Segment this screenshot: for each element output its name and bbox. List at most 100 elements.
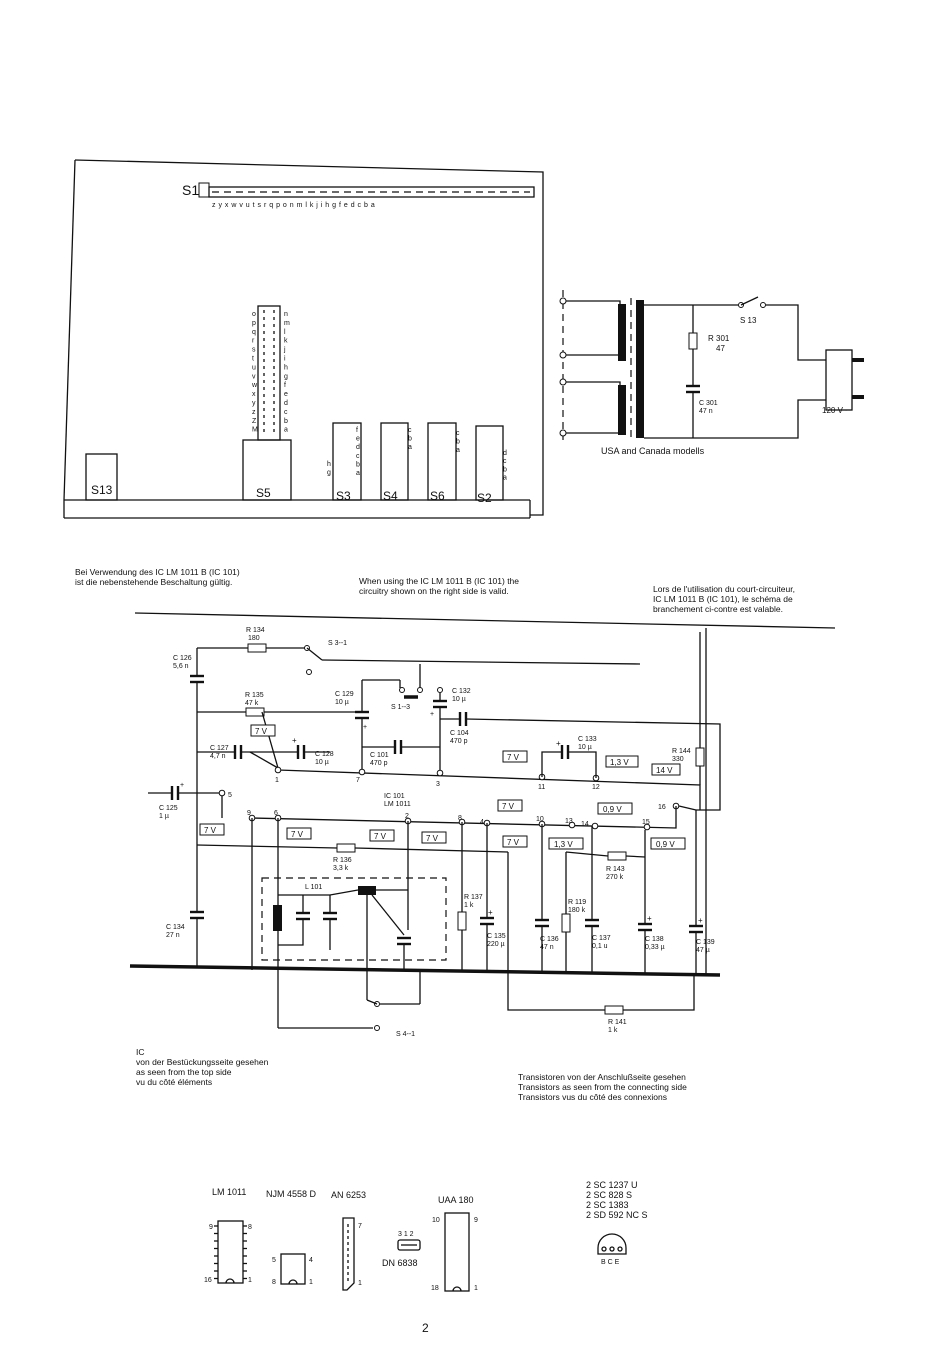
pin-label-15: 15 (642, 819, 650, 826)
c139-label: C 139 (696, 939, 715, 946)
s5-right-letter-5: i (284, 356, 286, 363)
transistor-lead-b (601, 1246, 607, 1252)
r144-label: R 144 (672, 748, 691, 755)
note-en-line-2: circuitry shown on the right side is val… (359, 586, 509, 596)
voltage-r144: 14 V (651, 763, 681, 776)
c137-value: 0,1 u (592, 943, 608, 950)
s13-switch-label: S 13 (740, 316, 757, 325)
svg-text:7 V: 7 V (502, 802, 515, 811)
pin-5-node (218, 789, 226, 797)
s6-letter-2: a (456, 447, 460, 454)
transistor-view-heading: Transistoren von der Anschlußseite geseh… (518, 1072, 687, 1102)
note-de-line-2: ist die nebenstehende Beschaltung gültig… (75, 577, 233, 587)
transformer-winding-1 (618, 304, 626, 361)
voltage-pin8: 7 V (421, 831, 447, 844)
c137-label: C 137 (592, 935, 611, 942)
pin-label-8: 8 (458, 815, 462, 822)
l101-label: L 101 (305, 884, 322, 891)
c127-value: 4,7 n (210, 753, 226, 760)
pin-label-9: 9 (247, 810, 251, 817)
note-french: Lors de l'utilisation du court-circuiteu… (653, 584, 795, 614)
s4-1-label: S 4--1 (396, 1031, 415, 1038)
c133-plus: + (556, 739, 561, 748)
note-fr-line-3: branchement ci-contre est valable. (653, 604, 783, 614)
r137-label: R 137 (464, 894, 483, 901)
an6253-pin-7: 7 (358, 1223, 362, 1230)
r141-value: 1 k (608, 1027, 618, 1034)
s1-3-contact-b (417, 687, 423, 693)
s2-letter-2: b (503, 466, 507, 473)
ic-view-heading: IC von der Bestückungsseite gesehen as s… (136, 1047, 268, 1087)
c139-value: 47 µ (696, 947, 710, 954)
tap-1 (559, 297, 567, 305)
r134-label: R 134 (246, 627, 265, 634)
s4-label: S4 (383, 489, 398, 503)
uaa180-pin-1: 1 (474, 1285, 478, 1292)
c126-value: 5,6 n (173, 663, 189, 670)
c136-label: C 136 (540, 936, 559, 943)
r301-label: R 301 (708, 334, 730, 343)
svg-text:0,9 V: 0,9 V (656, 840, 675, 849)
svg-text:14 V: 14 V (656, 766, 673, 775)
s5-left-letter-12: Z (252, 418, 257, 425)
r143-resistor (607, 851, 627, 861)
njm4558-pin-5: 5 (272, 1257, 276, 1264)
pin-label-10: 10 (536, 816, 544, 823)
tap-3 (559, 378, 567, 386)
c132-label: C 132 (452, 688, 471, 695)
c135-plus: + (488, 908, 493, 917)
plug-pin-2 (852, 395, 864, 399)
s3-letter-5: a (356, 470, 360, 477)
an6253-package (342, 1217, 355, 1291)
r136-resistor (336, 843, 356, 853)
c136-value: 47 n (540, 944, 554, 951)
transistor-body (597, 1233, 627, 1255)
s5-left-letter-6: u (252, 364, 256, 371)
c128-label: C 128 (315, 751, 334, 758)
c104-label: C 104 (450, 730, 469, 737)
njm4558-pin-1: 1 (309, 1279, 313, 1286)
transistor-type-1: 2 SC 1237 U (586, 1180, 638, 1190)
ic-heading-line-1: IC (136, 1047, 145, 1057)
mains-voltage: 120 V~ (822, 406, 848, 415)
s13-box (85, 453, 118, 501)
c127-label: C 127 (210, 745, 229, 752)
s5-right-letter-9: e (284, 391, 288, 398)
s5-stem (257, 305, 281, 441)
r143-value: 270 k (606, 874, 624, 881)
s5-left-letter-3: r (252, 338, 255, 345)
voltage-pin4: 7 V (497, 799, 523, 812)
s5-right-letter-8: f (284, 382, 286, 389)
s5-left-letter-1: p (252, 320, 256, 327)
power-caption: USA and Canada modells (601, 446, 705, 456)
pin-label-2: 2 (405, 813, 409, 820)
s5-right-letter-7: g (284, 373, 288, 380)
transistor-type-4: 2 SD 592 NC S (586, 1210, 648, 1220)
r136-label: R 136 (333, 857, 352, 864)
c134-label: C 134 (166, 924, 185, 931)
c138-plus: + (647, 914, 652, 923)
s13-contact-b (760, 302, 766, 308)
c301-label: C 301 (699, 400, 718, 407)
svg-text:7 V: 7 V (507, 838, 520, 847)
uaa180-name: UAA 180 (438, 1195, 474, 1205)
ic101-type: LM 1011 (384, 801, 411, 808)
transistor-pin-letters: B C E (601, 1259, 620, 1266)
dn6838-name: DN 6838 (382, 1258, 418, 1268)
c129-value: 10 µ (335, 699, 349, 706)
pin-label-13: 13 (565, 818, 573, 825)
pin-label-3: 3 (436, 781, 440, 788)
uaa180-pin-10: 10 (432, 1217, 440, 1224)
transistor-type-2: 2 SC 828 S (586, 1190, 632, 1200)
s5-left-letter-11: z (252, 409, 256, 416)
s1-body (208, 186, 535, 198)
r301-value: 47 (716, 344, 725, 353)
s6-box (427, 422, 457, 501)
c101-label: C 101 (370, 752, 389, 759)
c138-label: C 138 (645, 936, 664, 943)
njm4558-name: NJM 4558 D (266, 1189, 317, 1199)
s3-letter-4: b (356, 461, 360, 468)
uaa180-pin-18: 18 (431, 1285, 439, 1292)
